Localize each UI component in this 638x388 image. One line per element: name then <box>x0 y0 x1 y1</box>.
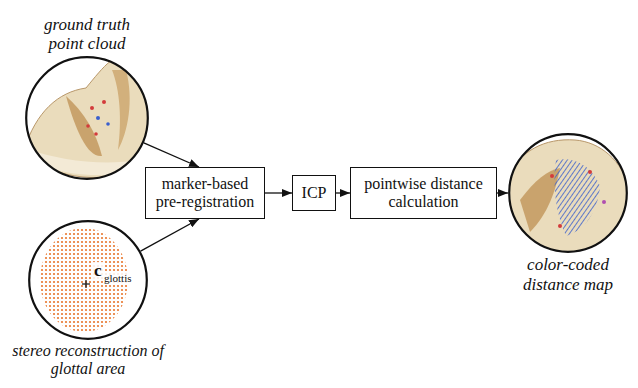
distance-patch <box>554 159 600 236</box>
marker-dot <box>550 174 554 178</box>
flow-arrow <box>336 192 350 193</box>
distance-map-render <box>505 130 635 260</box>
process-box: marker-based pre-registration <box>145 167 265 219</box>
circle-caption: ground truth point cloud <box>30 15 145 54</box>
image-circle: color-coded distance map <box>508 133 628 253</box>
circle-outline <box>29 221 147 339</box>
process-box: ICP <box>292 175 336 211</box>
center-cross <box>85 280 86 288</box>
larynx-surface <box>505 140 630 260</box>
stereo-point-cloud <box>40 228 128 332</box>
image-circle: stereo reconstruction of glottal area <box>28 220 148 340</box>
marker-dot <box>86 124 90 128</box>
marker-dot <box>558 224 562 228</box>
circle-outline <box>26 57 148 179</box>
flow-arrow <box>265 192 292 193</box>
box-label: ICP <box>302 184 327 202</box>
circle-caption: stereo reconstruction of glottal area <box>8 342 168 379</box>
circle-caption: color-coded distance map <box>508 255 628 294</box>
box-label: marker-based pre-registration <box>152 175 258 212</box>
marker-dot <box>94 132 98 136</box>
marker-dot <box>90 106 94 110</box>
marker-dot <box>588 170 592 174</box>
flow-arrow <box>141 219 199 251</box>
fold-shading <box>112 70 130 150</box>
box-label: pointwise distance calculation <box>357 175 490 212</box>
circle-outline <box>28 220 148 340</box>
circle-outline <box>508 133 628 253</box>
ground-truth-render <box>20 50 160 190</box>
marker-dot <box>102 100 106 104</box>
marker-dot <box>602 200 606 204</box>
process-box: pointwise distance calculation <box>350 167 497 219</box>
subscript-label: glottis <box>103 273 133 284</box>
fold-shading <box>66 96 102 156</box>
circle-outline <box>509 134 627 252</box>
render-ground <box>20 50 160 190</box>
render-ground <box>505 130 635 260</box>
flow-arrow <box>144 143 199 167</box>
point-symbol: c <box>93 262 103 279</box>
marker-dot <box>106 122 110 126</box>
image-circle: ground truth point cloud <box>25 56 149 180</box>
flow-arrow <box>497 192 508 193</box>
fold-shading <box>520 168 560 232</box>
circle-outline <box>25 56 149 180</box>
marker-dot <box>96 116 100 120</box>
